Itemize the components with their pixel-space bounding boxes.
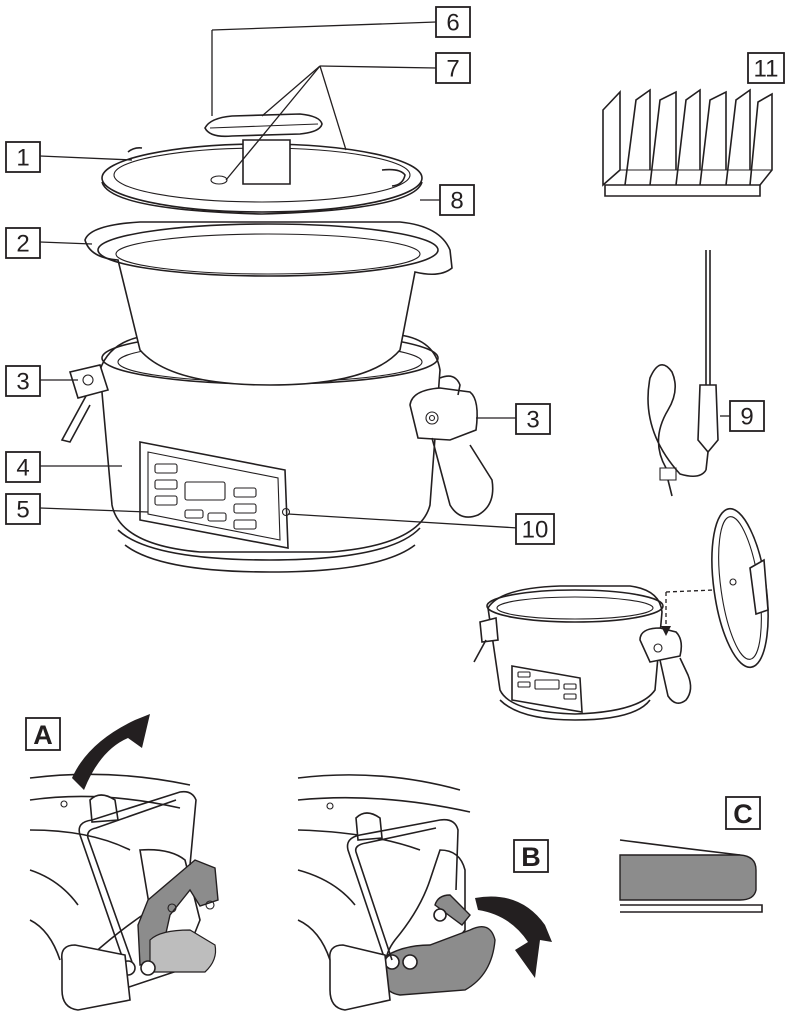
callout-9: 9 xyxy=(729,400,765,432)
callout-5: 5 xyxy=(5,493,41,525)
locking-clip-left xyxy=(60,364,110,443)
callout-7: 7 xyxy=(435,52,471,84)
roasting-rack xyxy=(602,88,773,197)
callout-8: 8 xyxy=(439,184,475,216)
callout-4: 4 xyxy=(5,451,41,483)
svg-text:9: 9 xyxy=(740,404,753,431)
callout-1: 1 xyxy=(5,141,41,173)
svg-text:B: B xyxy=(521,842,541,872)
step-a-illustration xyxy=(29,714,219,1011)
svg-text:11: 11 xyxy=(754,56,779,83)
control-panel xyxy=(139,441,291,549)
callout-2: 2 xyxy=(5,227,41,259)
callout-3-right: 3 xyxy=(515,403,551,435)
svg-text:3: 3 xyxy=(16,369,29,396)
step-b-illustration xyxy=(297,774,552,1011)
svg-text:A: A xyxy=(33,720,53,750)
locking-clip-right xyxy=(409,375,494,518)
svg-text:7: 7 xyxy=(446,56,459,83)
svg-text:10: 10 xyxy=(522,517,549,544)
svg-text:2: 2 xyxy=(16,231,29,258)
svg-text:8: 8 xyxy=(450,188,463,215)
callout-3-left: 3 xyxy=(5,365,41,397)
svg-text:3: 3 xyxy=(526,407,539,434)
callout-11: 11 xyxy=(747,52,785,84)
temperature-probe xyxy=(647,250,719,497)
svg-text:5: 5 xyxy=(16,497,29,524)
svg-text:C: C xyxy=(733,799,753,829)
step-label-c: C xyxy=(725,796,761,830)
svg-text:6: 6 xyxy=(446,10,459,37)
step-c-illustration xyxy=(619,839,763,913)
step-label-b: B xyxy=(513,839,549,873)
leader-lines xyxy=(39,21,730,529)
slow-cooker-assembly xyxy=(60,113,494,573)
svg-text:4: 4 xyxy=(16,455,29,482)
callout-6: 6 xyxy=(435,6,471,38)
callout-10: 10 xyxy=(515,513,555,545)
cooker-with-lid-holder xyxy=(473,507,769,721)
glass-lid xyxy=(101,113,423,215)
svg-text:1: 1 xyxy=(16,145,29,172)
stoneware-pot xyxy=(84,221,453,386)
step-label-a: A xyxy=(25,717,61,751)
